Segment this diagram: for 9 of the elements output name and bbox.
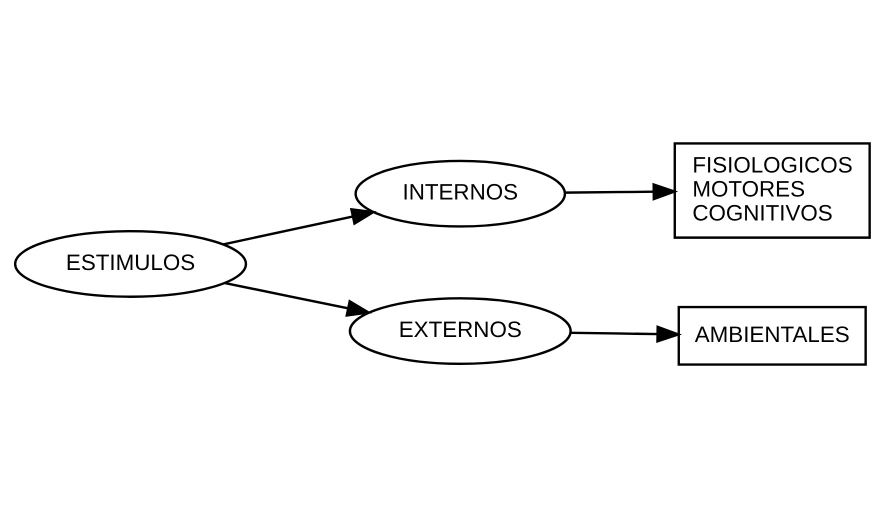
- node-box: AMBIENTALES: [678, 306, 867, 366]
- arrow: [224, 282, 372, 317]
- arrow: [566, 182, 678, 201]
- node-ellipse: EXTERNOS: [348, 297, 572, 366]
- node-box: FISIOLOGICOS MOTORES COGNITIVOS: [674, 142, 871, 239]
- arrow: [222, 208, 377, 246]
- node-ellipse: ESTIMULOS: [14, 230, 248, 298]
- arrow: [571, 325, 682, 344]
- node-ellipse: INTERNOS: [354, 160, 566, 228]
